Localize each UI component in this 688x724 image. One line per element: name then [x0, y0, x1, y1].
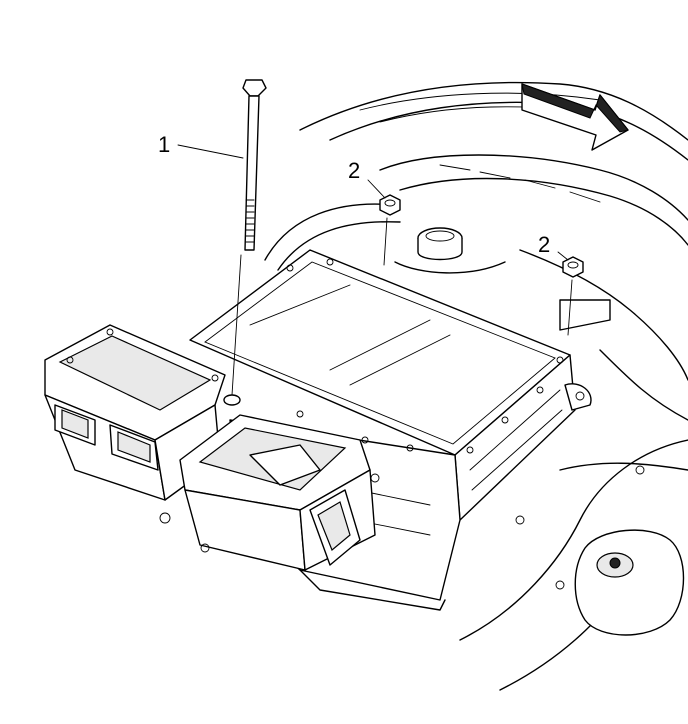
callout-label-nut-left: 2: [348, 158, 360, 183]
nut-right: [562, 256, 584, 336]
callout-label-bolt: 1: [158, 132, 170, 157]
long-bolt: [223, 79, 267, 406]
nut-left: [379, 194, 401, 266]
floor-panel: [459, 439, 688, 691]
left-connector-housing: [44, 324, 226, 524]
callout-2-right: 2: [538, 232, 569, 261]
direction-arrow-icon: [521, 83, 629, 151]
center-connector-block: [179, 414, 446, 611]
callout-2-left: 2: [348, 158, 386, 199]
reservoir-cap: [394, 227, 506, 274]
callout-label-nut-right: 2: [538, 232, 550, 257]
callout-1: 1: [158, 132, 244, 159]
vehicle-body-outline: [264, 81, 688, 421]
